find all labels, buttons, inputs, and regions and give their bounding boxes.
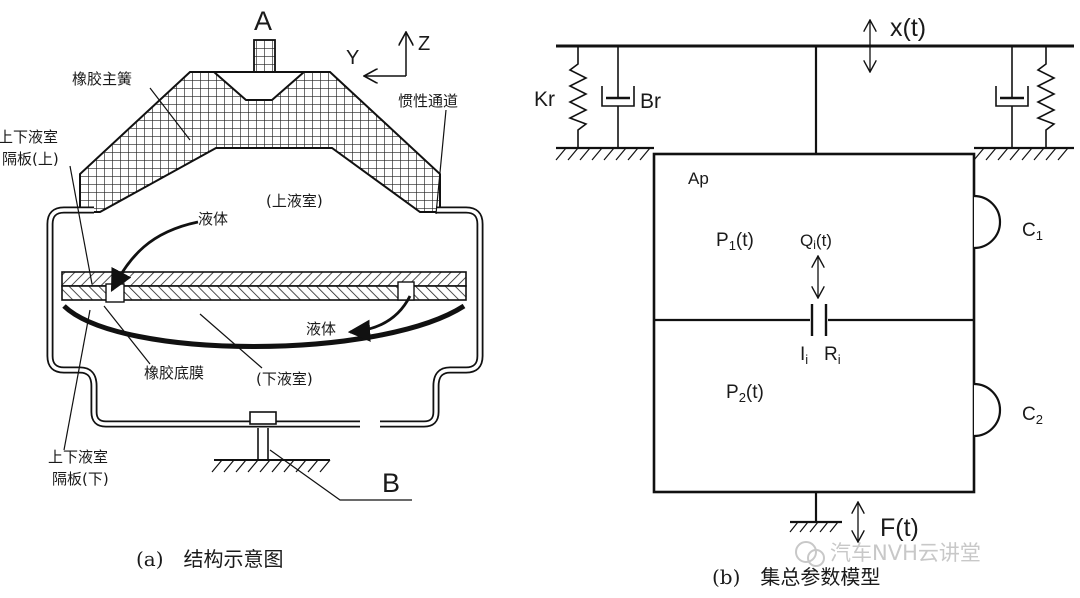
label-q: Qi(t): [800, 231, 832, 252]
fluid-arrow-lower: [347, 295, 412, 342]
label-b: B: [382, 468, 400, 498]
p1-main: P: [716, 230, 729, 251]
ii-subscript: i: [805, 352, 808, 367]
partition-lower: [61, 285, 467, 301]
structure-schematic: A B Z Y: [0, 6, 484, 571]
label-rubber-diaphragm: 橡胶底膜: [144, 364, 204, 382]
c2-subscript: 2: [1036, 412, 1043, 427]
p1-subscript: 1: [729, 238, 736, 253]
ground-hatch-left: [211, 459, 331, 473]
caption-a: (a) 结构示意图: [136, 547, 284, 571]
q-tail: (t): [816, 231, 832, 250]
label-ri: Ri: [824, 344, 841, 367]
lumped-parameter-model: x(t) Kr Br: [534, 14, 1074, 589]
label-lower-chamber: (下液室): [256, 370, 313, 388]
leader-inertia-channel: [435, 109, 447, 215]
ground-left-hatch: [555, 147, 651, 161]
watermark-icon-2: [807, 549, 825, 567]
c2-main: C: [1022, 404, 1036, 425]
housing-inner: [48, 208, 482, 426]
watermark-icon: [795, 541, 817, 563]
p2-subscript: 2: [739, 390, 746, 405]
label-partition-lower-line1: 上下液室: [48, 448, 108, 466]
chamber-box: [652, 152, 976, 494]
label-c2: C2: [1022, 404, 1043, 427]
bottom-ground-hatch: [789, 521, 839, 533]
ri-subscript: i: [838, 352, 841, 367]
label-c1: C1: [1022, 220, 1043, 243]
compliance-c2: [973, 382, 1002, 438]
watermark-text: 汽车NVH云讲堂: [830, 541, 981, 565]
label-br: Br: [640, 90, 661, 113]
label-ap: Ap: [688, 169, 709, 188]
label-partition-upper-line2: 隔板(上): [2, 150, 59, 168]
watermark: 汽车NVH云讲堂: [795, 541, 981, 567]
label-upper-chamber: (上液室): [266, 192, 323, 210]
ground-right-hatch: [973, 147, 1069, 161]
spring-kr-left: [568, 46, 588, 148]
housing-outer: [46, 206, 484, 428]
compliance-c1: [973, 194, 1002, 250]
q-main: Q: [800, 231, 813, 250]
label-partition-lower-line2: 隔板(下): [52, 470, 109, 488]
label-ii: Ii: [800, 344, 808, 367]
label-rubber-main-spring: 橡胶主簧: [72, 70, 132, 88]
leader-lower-chamber: [199, 313, 263, 369]
p2-main: P: [726, 382, 739, 403]
label-p2: P2(t): [726, 382, 764, 405]
label-p1: P1(t): [716, 230, 754, 253]
label-fluid-lower: 液体: [306, 320, 336, 338]
damper-right: [995, 46, 1029, 148]
ri-main: R: [824, 344, 838, 365]
metal-insert: [211, 71, 307, 101]
channel-port-right: [397, 281, 415, 301]
label-partition-upper-line1: 上下液室: [0, 128, 58, 146]
leader-partition-upper: [69, 165, 93, 285]
leader-diaphragm: [103, 305, 151, 365]
c1-main: C: [1022, 220, 1036, 241]
label-fluid-upper: 液体: [198, 210, 228, 228]
q-subscript: i: [813, 238, 816, 252]
label-inertia-channel: 惯性通道: [398, 92, 458, 110]
label-f-t: F(t): [880, 514, 919, 542]
p2-tail: (t): [746, 382, 764, 403]
axis-z-label: Z: [418, 33, 430, 55]
label-kr: Kr: [534, 88, 555, 111]
axis-y-label: Y: [346, 47, 359, 69]
fluid-arrow-upper: [110, 220, 199, 292]
caption-b: (b) 集总参数模型: [712, 565, 880, 589]
leader-partition-lower: [63, 309, 91, 451]
label-a: A: [254, 6, 272, 36]
bottom-plate-stud: [249, 411, 277, 425]
leader-main-spring: [149, 87, 191, 141]
leader-b: [269, 449, 412, 501]
p1-tail: (t): [736, 230, 754, 251]
label-x-t: x(t): [890, 14, 926, 42]
spring-right: [1036, 46, 1056, 148]
rubber-diaphragm: [62, 303, 466, 349]
rubber-main-spring: [79, 71, 441, 213]
ii-main: I: [800, 344, 805, 365]
damper-br-left: [601, 46, 635, 148]
c1-subscript: 1: [1036, 228, 1043, 243]
